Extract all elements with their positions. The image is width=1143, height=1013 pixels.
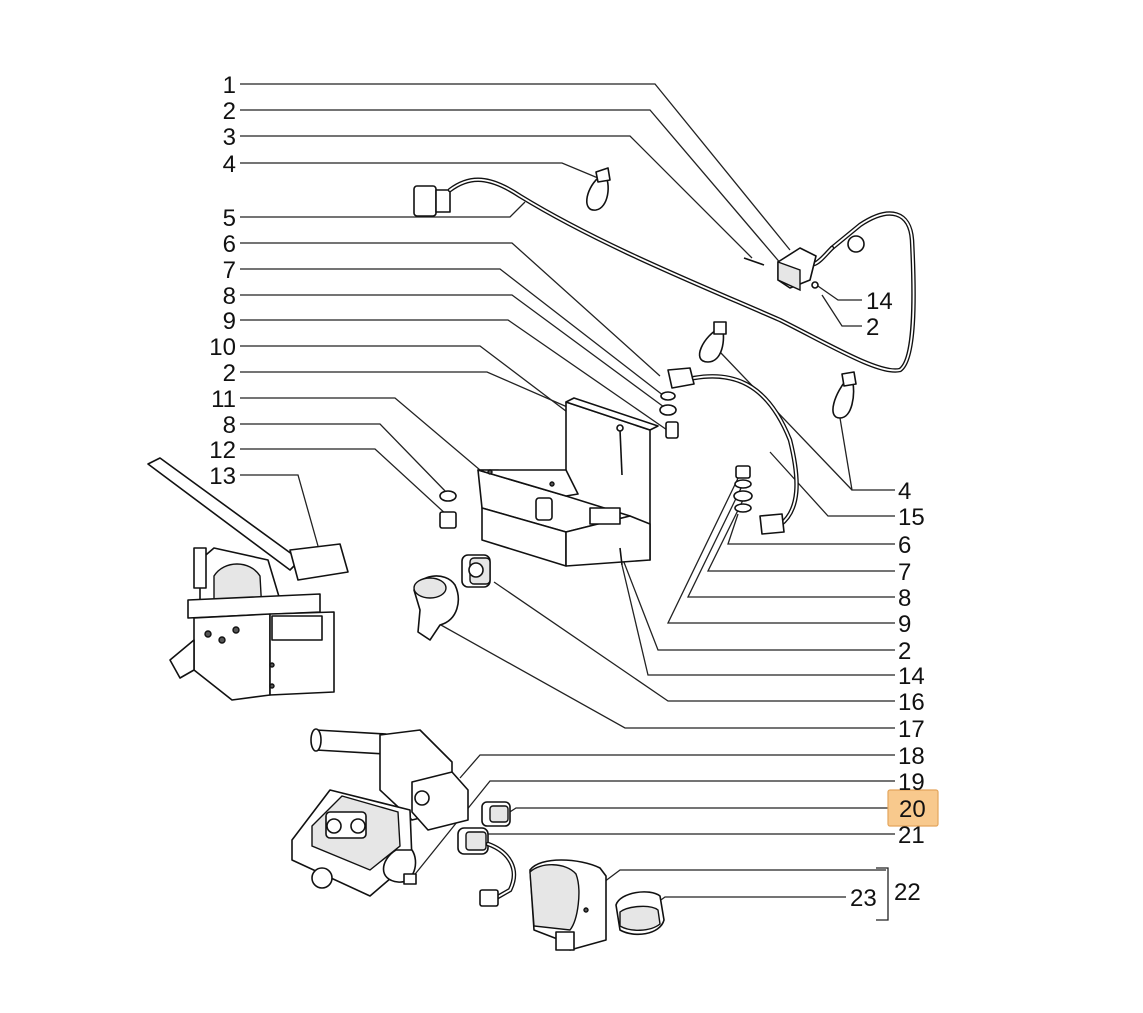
callout-label[interactable]: 8	[223, 283, 236, 310]
callout-label[interactable]: 7	[223, 257, 236, 284]
callouts-bottom: 23 22	[850, 879, 921, 912]
callout-label[interactable]: 10	[209, 334, 236, 361]
highlight-box	[887, 789, 939, 827]
pressure-switch-20	[481, 801, 511, 827]
switch-16	[461, 554, 491, 588]
callout-label[interactable]: 2	[866, 314, 879, 341]
cable-tie-19	[382, 849, 417, 885]
callouts-right-upper: 14 2	[866, 288, 893, 341]
knob-17	[413, 575, 459, 641]
cap-23	[615, 891, 665, 936]
callout-label[interactable]: 22	[894, 879, 921, 906]
washers-upper	[659, 391, 679, 439]
callouts-right: 4 15 6 7 8 9 2 14 16 17 18 19 20 21	[898, 478, 926, 849]
callout-label[interactable]: 11	[211, 386, 236, 413]
callout-label[interactable]: 14	[866, 288, 893, 315]
callout-label[interactable]: 8	[223, 412, 236, 439]
pedal-assembly-13	[147, 457, 349, 701]
screws-small	[743, 257, 819, 289]
callout-label[interactable]: 2	[898, 638, 911, 665]
callout-label[interactable]: 16	[898, 689, 925, 716]
callout-label[interactable]: 9	[223, 308, 236, 335]
callout-label[interactable]: 23	[850, 885, 877, 912]
callout-label[interactable]: 7	[898, 559, 911, 586]
callouts-left: 1 2 3 4 5 6 7 8 9 10 2 11 8 12 13	[209, 72, 236, 490]
callout-label[interactable]: 6	[223, 231, 236, 258]
callout-label[interactable]: 4	[898, 478, 911, 505]
leader-lines	[240, 83, 895, 921]
pressure-switch-21	[457, 827, 517, 907]
callout-label[interactable]: 19	[898, 769, 925, 796]
callout-label[interactable]: 9	[898, 611, 911, 638]
callout-label-highlighted[interactable]: 20	[899, 796, 926, 823]
callout-label[interactable]: 12	[209, 437, 236, 464]
harness-cable-5	[413, 177, 916, 373]
bracket-11	[477, 397, 659, 567]
callout-label[interactable]: 2	[223, 98, 236, 125]
cable-tie-4-right	[832, 371, 857, 419]
valve-body-18	[291, 728, 469, 897]
callout-label[interactable]: 8	[898, 585, 911, 612]
connector-1	[777, 235, 865, 292]
callout-label[interactable]: 4	[223, 151, 236, 178]
ground-strap-15	[667, 367, 799, 535]
washer-nut-left	[439, 490, 457, 529]
callout-label[interactable]: 6	[898, 532, 911, 559]
bolt-washers-right	[733, 465, 753, 513]
callout-label[interactable]: 14	[898, 663, 925, 690]
callout-label[interactable]: 2	[223, 360, 236, 387]
callout-label[interactable]: 18	[898, 743, 925, 770]
callout-label[interactable]: 1	[223, 72, 236, 99]
callout-label[interactable]: 3	[223, 124, 236, 151]
buzzer-22	[529, 859, 607, 951]
callout-label[interactable]: 5	[223, 205, 236, 232]
cable-tie-15	[698, 321, 727, 363]
callout-label[interactable]: 13	[209, 463, 236, 490]
cable-tie-4-top	[586, 167, 611, 211]
callout-label[interactable]: 17	[898, 716, 925, 743]
callout-label[interactable]: 21	[898, 822, 925, 849]
screw-2-bracket	[616, 424, 624, 566]
callout-label[interactable]: 15	[898, 504, 925, 531]
